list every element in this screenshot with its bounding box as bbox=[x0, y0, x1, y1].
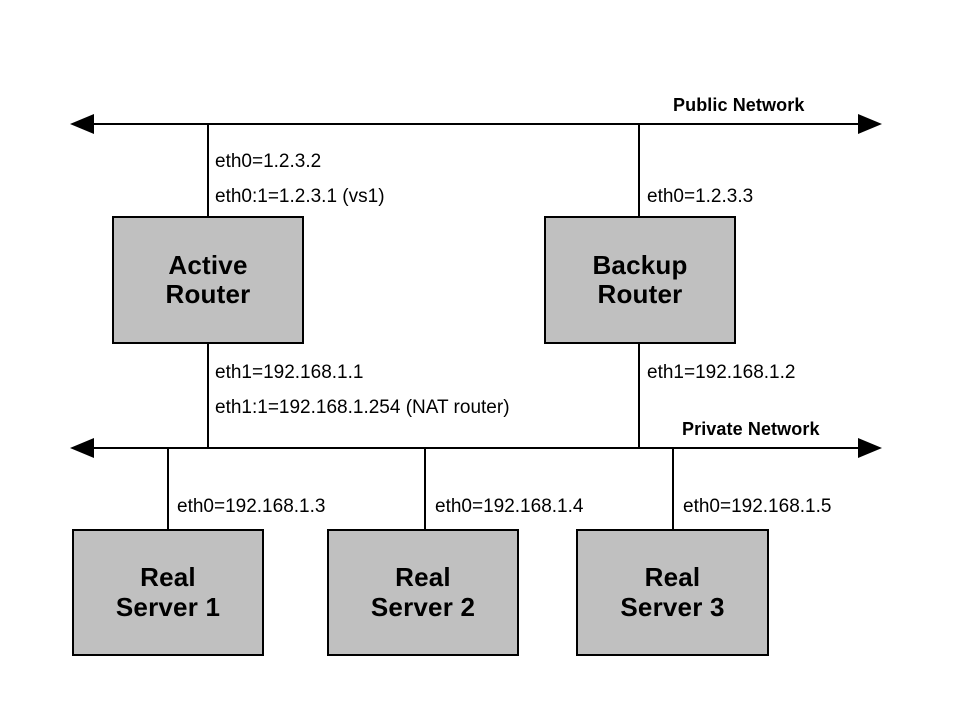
real-server-2-label-line2: Server 2 bbox=[370, 591, 476, 622]
real-server-2-label-line1: Real bbox=[395, 562, 451, 593]
real-server-2-eth0-label: eth0=192.168.1.4 bbox=[435, 496, 584, 517]
private-network-label: Private Network bbox=[682, 419, 820, 439]
real-server-3-node[interactable]: Real Server 3 bbox=[576, 529, 769, 656]
backup-router-label-line1: Backup bbox=[592, 249, 688, 280]
real-server-1-node[interactable]: Real Server 1 bbox=[72, 529, 264, 656]
real-server-3-label-line1: Real bbox=[644, 562, 701, 593]
active-router-node[interactable]: Active Router bbox=[112, 216, 304, 344]
active-router-label-line2: Router bbox=[165, 279, 251, 309]
real-server-3-eth0-label: eth0=192.168.1.5 bbox=[683, 496, 832, 517]
active-router-label-line1: Active bbox=[168, 249, 248, 280]
active-router-private-eth1-alias-label: eth1:1=192.168.1.254 (NAT router) bbox=[215, 397, 510, 418]
real-server-2-node[interactable]: Real Server 2 bbox=[327, 529, 519, 656]
active-router-public-eth0-alias-label: eth0:1=1.2.3.1 (vs1) bbox=[215, 186, 385, 207]
real-server-1-eth0-label: eth0=192.168.1.3 bbox=[177, 496, 326, 517]
backup-router-node[interactable]: Backup Router bbox=[544, 216, 736, 344]
backup-router-label-line2: Router bbox=[597, 279, 683, 309]
real-server-1-label-line2: Server 1 bbox=[115, 591, 221, 622]
public-network-label: Public Network bbox=[673, 95, 805, 115]
active-router-private-eth1-label: eth1=192.168.1.1 bbox=[215, 362, 364, 383]
backup-router-public-eth0-label: eth0=1.2.3.3 bbox=[647, 186, 754, 207]
real-server-1-label-line1: Real bbox=[140, 562, 196, 593]
active-router-public-eth0-label: eth0=1.2.3.2 bbox=[215, 151, 322, 172]
real-server-3-label-line2: Server 3 bbox=[620, 591, 725, 622]
backup-router-private-eth1-label: eth1=192.168.1.2 bbox=[647, 362, 796, 383]
